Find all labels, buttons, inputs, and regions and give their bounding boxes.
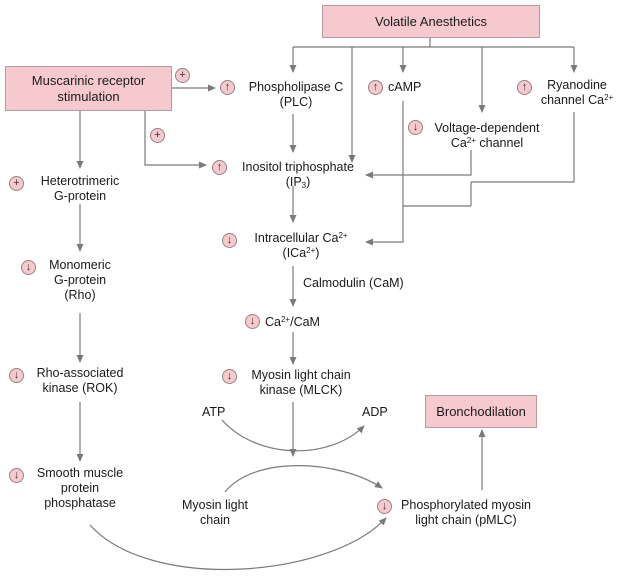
plc-line1: Phospholipase C (248, 80, 344, 94)
gprot-line1: Heterotrimeric (40, 174, 120, 188)
down-arrow-icon: ↓ (245, 314, 260, 329)
line-ryanodine (471, 112, 575, 183)
smpp-line1: Smooth muscle (36, 466, 124, 480)
intracellular-calcium-node: Intracellular Ca2+ (ICa2+) (240, 231, 362, 261)
plus-icon: + (9, 176, 24, 191)
up-arrow-icon: ↑ (220, 80, 235, 95)
bronchodilation-label: Bronchodilation (436, 403, 526, 419)
camp-label: cAMP (388, 80, 422, 94)
up-arrow-icon: ↑ (212, 160, 227, 175)
phospholipase-c-node: Phospholipase C (PLC) (237, 80, 355, 110)
ryanodine-line1: Ryanodine (547, 78, 607, 92)
camp-node: cAMP (388, 80, 421, 95)
heterotrimeric-gprotein-node: Heterotrimeric G-protein (28, 174, 132, 204)
myosin-light-chain-node: Myosin light chain (170, 498, 260, 528)
myosin-line1: Myosin light (182, 498, 248, 512)
gprot-line2: G-protein (53, 189, 107, 203)
mlck-line2: kinase (MLCK) (259, 383, 343, 397)
calcium-calmodulin-node: Ca2+/CaM (265, 315, 320, 329)
ip3-line2: (IP3) (285, 175, 311, 190)
ryanodine-node: Ryanodine channel Ca2+ (532, 78, 622, 108)
ica-line2: (ICa2+) (282, 246, 320, 260)
plus-icon: + (150, 128, 165, 143)
ryanodine-line2: channel Ca2+ (540, 93, 614, 107)
smpp-line3: phosphatase (44, 496, 116, 510)
smooth-muscle-phosphatase-node: Smooth muscle protein phosphatase (28, 466, 132, 511)
arrow-atp-adp (221, 419, 365, 452)
plc-line2: (PLC) (279, 95, 313, 109)
arrow-camp-ica (365, 101, 404, 246)
down-arrow-icon: ↓ (21, 260, 36, 275)
muscarinic-receptor-box: Muscarinic receptor stimulation (5, 66, 172, 111)
muscarinic-line2: stimulation (57, 88, 120, 104)
voltage-dependent-channel-node: Voltage-dependent Ca2+ channel (424, 121, 550, 151)
vdcc-line2: Ca2+ channel (450, 136, 524, 150)
rho-line3: (Rho) (64, 288, 96, 302)
rho-kinase-node: Rho-associated kinase (ROK) (28, 366, 132, 396)
atp-label: ATP (202, 405, 226, 419)
muscarinic-line1: Muscarinic receptor (31, 72, 146, 88)
phosphorylated-myosin-node: Phosphorylated myosin light chain (pMLC) (395, 498, 537, 528)
arrow-myosin-pmlc (224, 465, 383, 493)
down-arrow-icon: ↓ (377, 499, 392, 514)
ip3-line1: Inositol triphosphate (242, 160, 354, 174)
arrow-phosphatase-pmlc (89, 517, 387, 571)
bronchodilation-box: Bronchodilation (425, 395, 537, 428)
down-arrow-icon: ↓ (222, 233, 237, 248)
volatile-anesthetics-label: Volatile Anesthetics (374, 13, 488, 29)
up-arrow-icon: ↑ (368, 80, 383, 95)
rho-line1: Monomeric (49, 258, 111, 272)
down-arrow-icon: ↓ (9, 468, 24, 483)
plus-icon: + (175, 68, 190, 83)
down-arrow-icon: ↓ (222, 369, 237, 384)
arrow-vdcc-ip3 (365, 150, 472, 179)
smpp-line2: protein (60, 481, 100, 495)
mlck-node: Myosin light chain kinase (MLCK) (240, 368, 362, 398)
vdcc-line1: Voltage-dependent (434, 121, 540, 135)
rok-line2: kinase (ROK) (42, 381, 118, 395)
arrow-muscarinic-ip3 (144, 111, 207, 169)
down-arrow-icon: ↓ (408, 120, 423, 135)
calmodulin-label: Calmodulin (CaM) (303, 276, 404, 290)
rok-line1: Rho-associated (36, 366, 124, 380)
volatile-anesthetics-box: Volatile Anesthetics (322, 5, 540, 38)
mlck-line1: Myosin light chain (251, 368, 351, 382)
monomeric-gprotein-node: Monomeric G-protein (Rho) (36, 258, 124, 303)
rho-line2: G-protein (53, 273, 107, 287)
myosin-line2: chain (200, 513, 230, 527)
up-arrow-icon: ↑ (517, 80, 532, 95)
pmlc-line2: light chain (pMLC) (415, 513, 517, 527)
adp-label: ADP (362, 405, 388, 419)
down-arrow-icon: ↓ (9, 368, 24, 383)
ica-line1: Intracellular Ca2+ (254, 231, 348, 245)
inositol-triphosphate-node: Inositol triphosphate (IP3) (230, 160, 366, 190)
pmlc-line1: Phosphorylated myosin (401, 498, 531, 512)
